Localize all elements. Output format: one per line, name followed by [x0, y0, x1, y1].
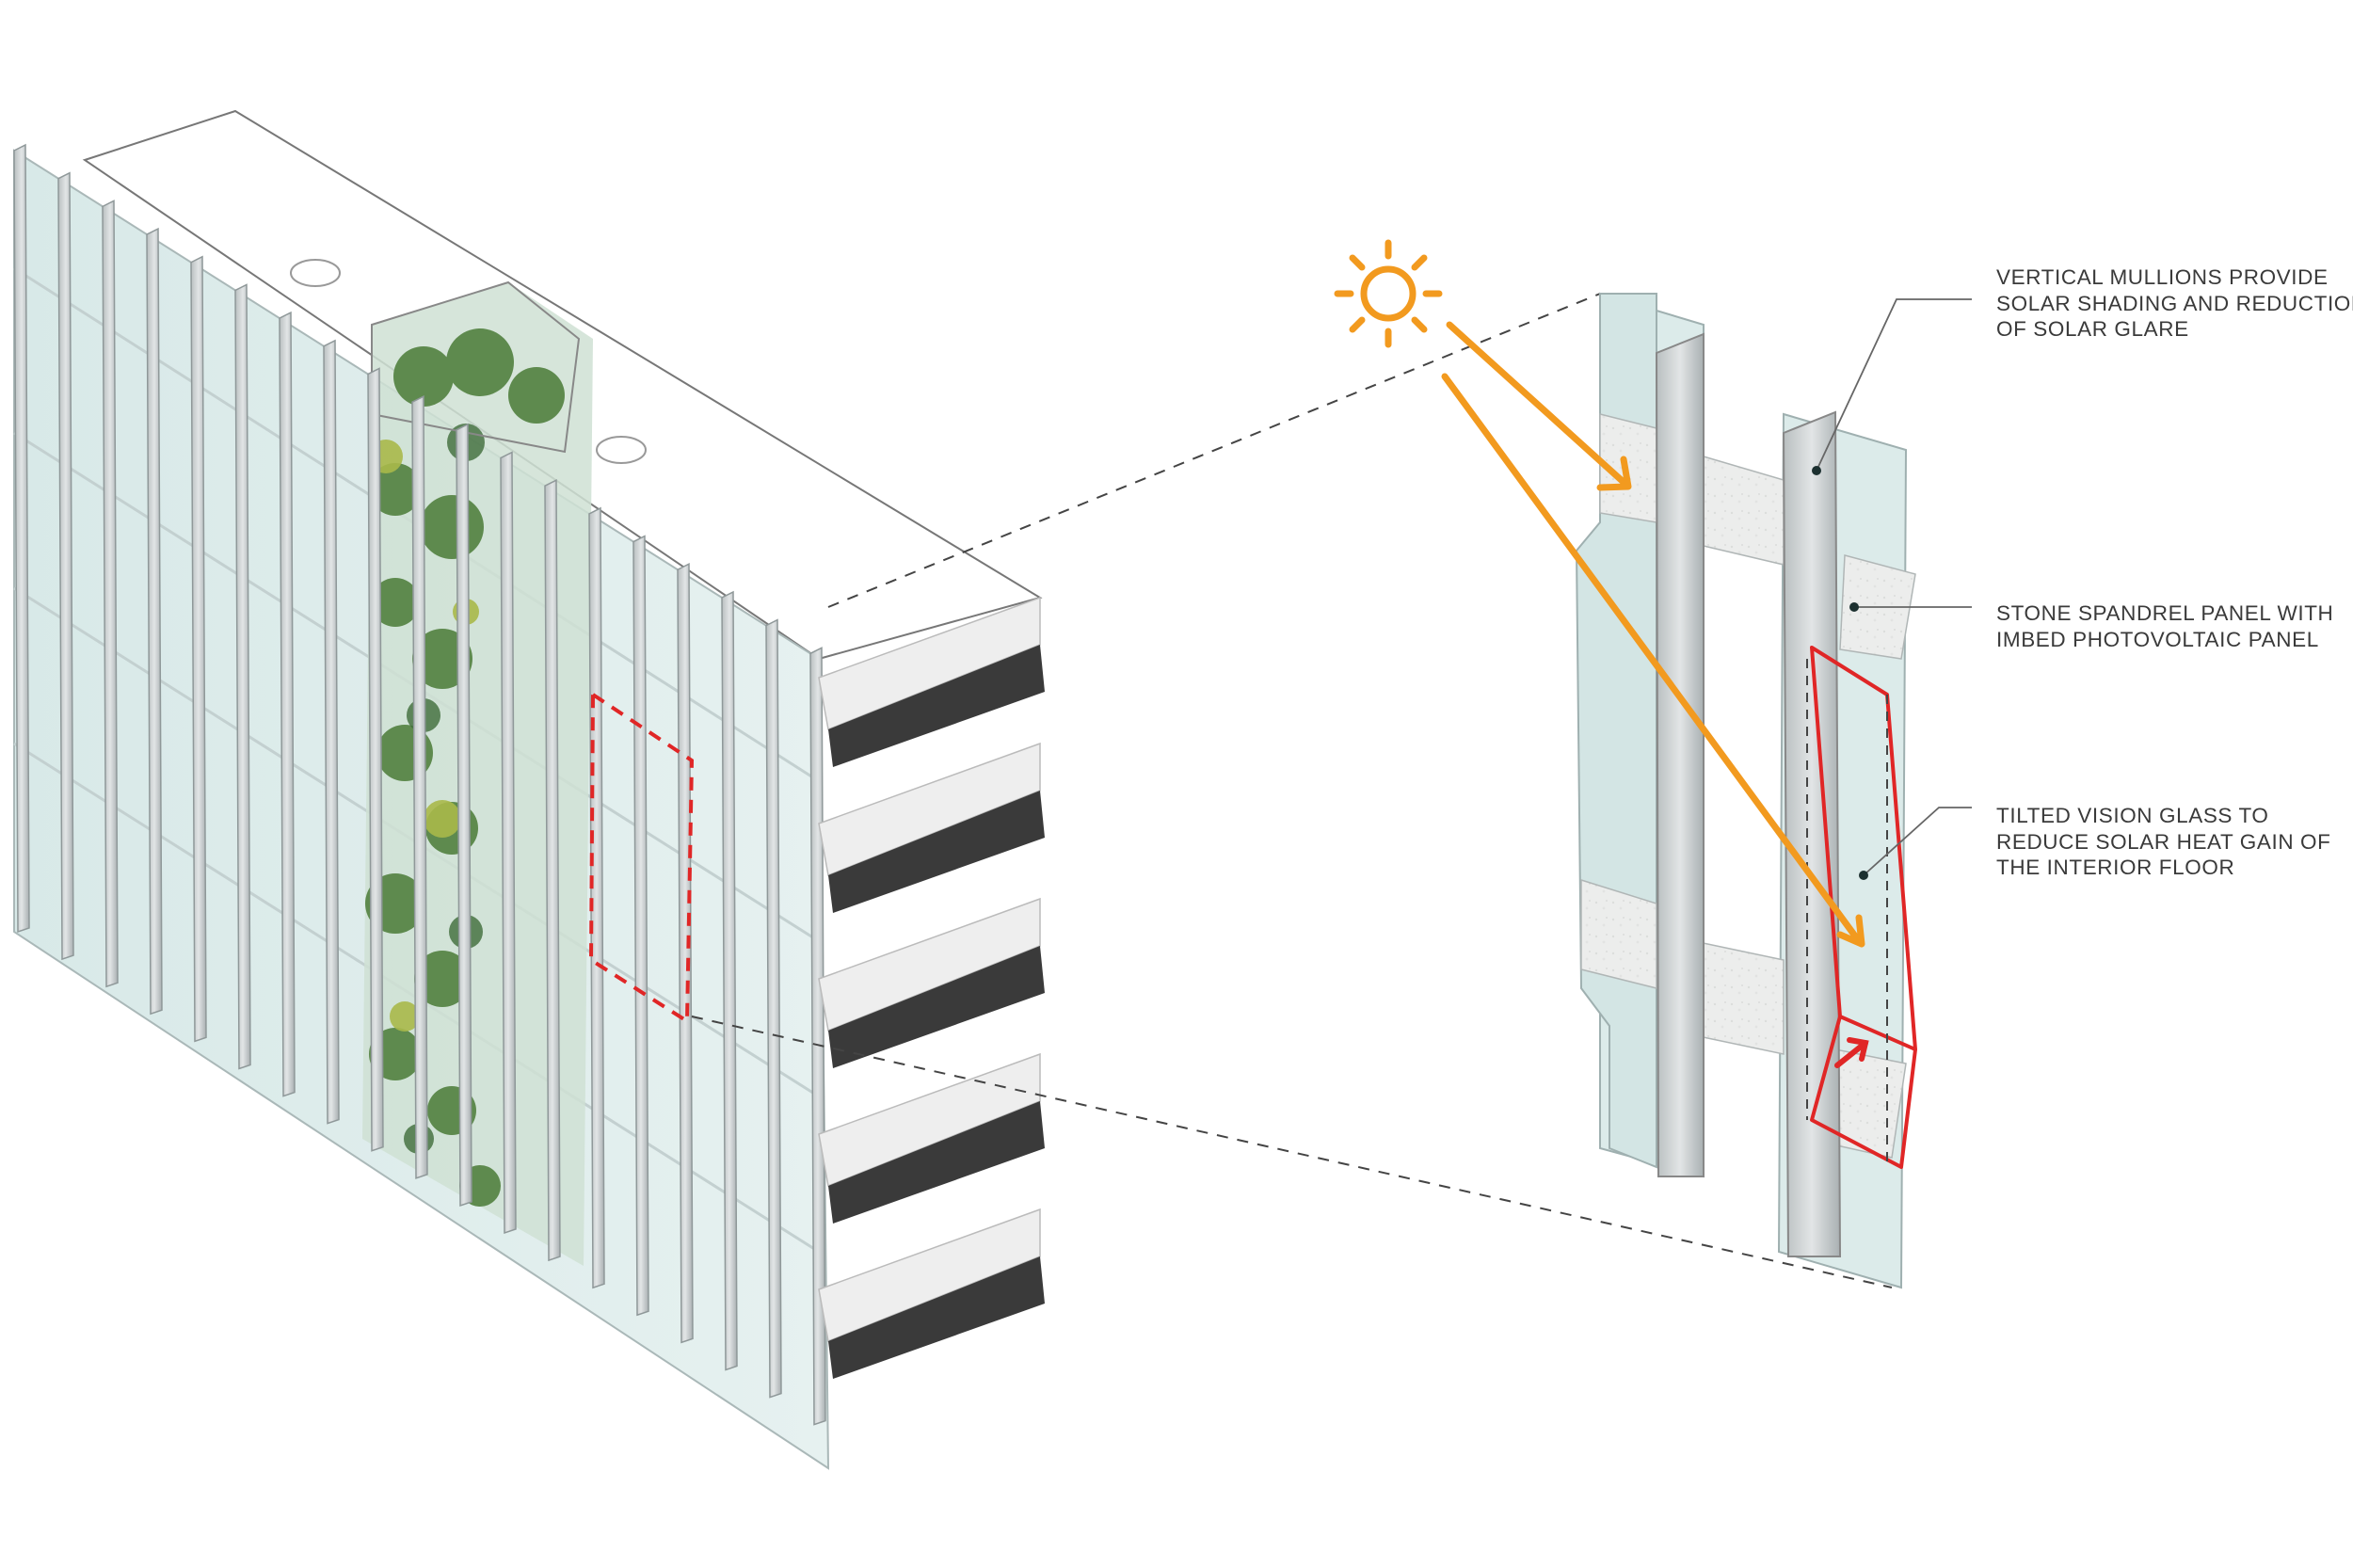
mullion-fin — [13, 143, 30, 934]
mullion-fin — [279, 311, 296, 1097]
vertical-mullion-fins — [13, 143, 826, 1426]
roof-vents — [290, 259, 647, 464]
tilted-glass-fold — [1839, 1015, 1916, 1051]
callout-line: VERTICAL MULLIONS PROVIDE — [1996, 265, 2329, 289]
callout-line: STONE SPANDREL PANEL WITH — [1996, 601, 2334, 625]
mullion-fin — [721, 590, 738, 1371]
building-axonometric — [13, 109, 1045, 1470]
detail-mullion-1 — [1655, 332, 1705, 1177]
mullion-fin — [323, 339, 340, 1125]
callout-leaders — [1816, 298, 1972, 876]
callout-dots — [1812, 466, 1868, 880]
floor-slab-edge — [828, 1101, 1045, 1224]
mullion-fin — [146, 227, 163, 1016]
stone-spandrel-bottom-left — [1580, 878, 1657, 989]
callout-line: IMBED PHOTOVOLTAIC PANEL — [1996, 627, 2319, 651]
mullion-fin — [500, 451, 517, 1235]
callout-mullions: VERTICAL MULLIONS PROVIDE SOLAR SHADING … — [1996, 264, 2353, 343]
mullion-fin — [632, 535, 649, 1317]
sun-rays — [1441, 321, 1865, 948]
callout-vision-glass: TILTED VISION GLASS TO REDUCE SOLAR HEAT… — [1996, 803, 2330, 881]
callout-line: THE INTERIOR FLOOR — [1996, 856, 2235, 879]
floor-slab-edge — [828, 791, 1045, 913]
mullion-fin — [456, 423, 472, 1207]
stone-spandrel-top-mid — [1703, 455, 1785, 566]
sun-icon — [1334, 239, 1443, 348]
mullion-fin — [367, 367, 384, 1152]
mullion-fin — [234, 283, 251, 1070]
callout-line: SOLAR SHADING AND REDUCTION — [1996, 291, 2353, 315]
mullion-fin — [190, 255, 207, 1043]
detail-mullion-2 — [1782, 410, 1842, 1257]
floor-slab-edge — [828, 645, 1045, 767]
mullion-fin — [411, 394, 428, 1179]
callout-line: TILTED VISION GLASS TO — [1996, 804, 2269, 827]
mullion-fin — [57, 171, 74, 961]
mullion-fin — [544, 478, 561, 1262]
stone-spandrel-bottom-mid — [1693, 940, 1785, 1055]
callout-line: OF SOLAR GLARE — [1996, 317, 2189, 341]
mullion-fin — [765, 618, 782, 1399]
callout-line: REDUCE SOLAR HEAT GAIN OF — [1996, 829, 2331, 854]
floor-slabs — [818, 596, 1045, 1379]
floor-slab-edge — [828, 1256, 1045, 1379]
heat-reflect-arrow — [1834, 1037, 1869, 1068]
detail-marker — [588, 691, 695, 1025]
callout-spandrel: STONE SPANDREL PANEL WITH IMBED PHOTOVOL… — [1996, 600, 2333, 652]
facade-detail — [1575, 292, 1917, 1289]
mullion-fin — [102, 200, 119, 988]
floor-slab-edge — [828, 946, 1045, 1068]
